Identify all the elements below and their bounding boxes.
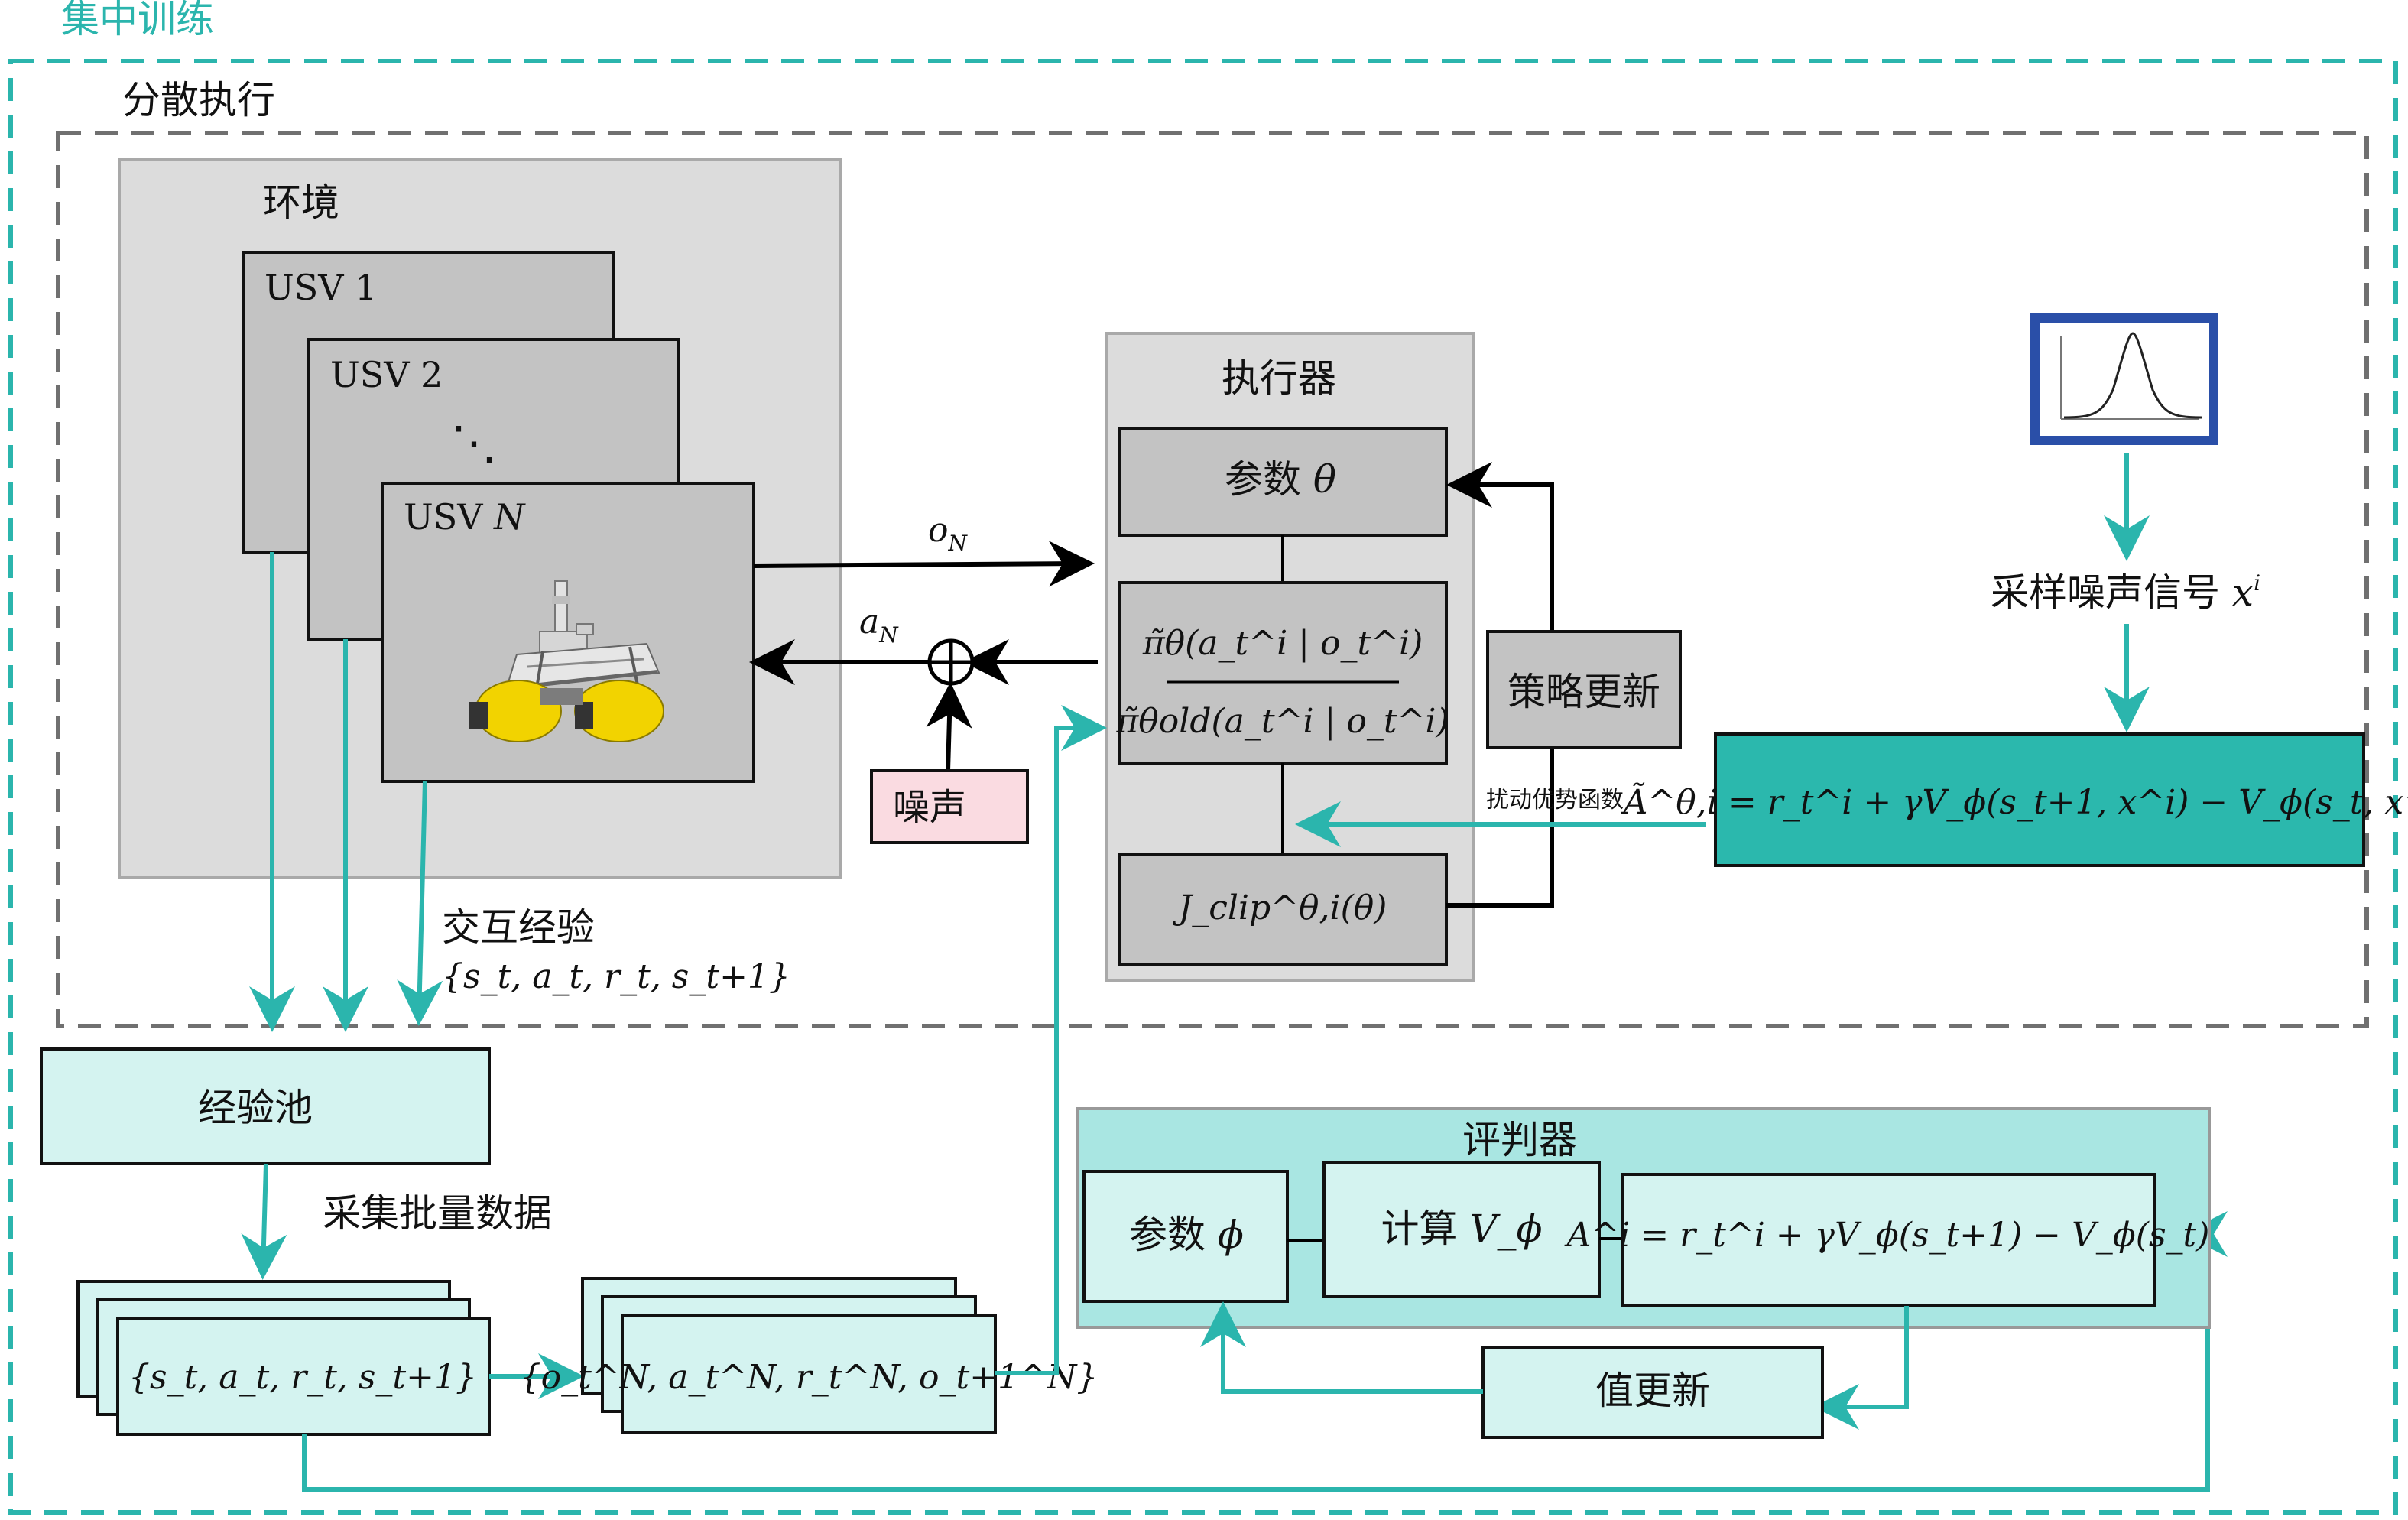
actor-param-box: 参数 θ bbox=[1118, 427, 1448, 537]
obs-batch-stack: {o_t^N, a_t^N, r_t^N, o_t+1^N} bbox=[520, 1277, 1099, 1434]
noise-input-arrow bbox=[926, 682, 972, 771]
actor-param-label: 参数 bbox=[1225, 457, 1301, 502]
usv-2-label: USV 2 bbox=[330, 354, 443, 395]
usv-stack-dots: ⋱ bbox=[451, 417, 497, 470]
observation-label: oN bbox=[928, 511, 969, 556]
experience-arrow-3 bbox=[397, 781, 443, 1026]
obs-batch-tuple: {o_t^N, a_t^N, r_t^N, o_t+1^N} bbox=[520, 1358, 1099, 1397]
action-label: aN bbox=[859, 602, 899, 648]
sampled-noise-symbol: x bbox=[2232, 570, 2254, 615]
usv-vessel-illustration bbox=[469, 580, 664, 742]
policy-update-box bbox=[1486, 630, 1682, 749]
experience-pool-box bbox=[40, 1047, 491, 1165]
environment-title: 环境 bbox=[263, 180, 339, 225]
usv-n-prefix: USV bbox=[404, 496, 483, 538]
perturbed-advantage-formula: Ã^θ,i = r_t^i + γV_ϕ(s_t+1, x^i) − V_ϕ(s… bbox=[1621, 781, 2408, 822]
actor-ratio-box: π̃θ(a_t^i | o_t^i) π̃θold(a_t^i | o_t^i) bbox=[1115, 581, 1449, 765]
noise-adder-symbol bbox=[927, 638, 975, 686]
sampled-noise-label: 采样噪声信号 bbox=[1991, 570, 2220, 615]
critic-title: 评判器 bbox=[1462, 1118, 1577, 1162]
critic-param-text: 参数 ϕ bbox=[1129, 1213, 1244, 1257]
actor-objective-box: J_clip^θ,i(θ) bbox=[1118, 853, 1448, 966]
usv-1-label: USV 1 bbox=[264, 267, 377, 308]
gaussian-plot-icon bbox=[2030, 313, 2218, 445]
interaction-experience-tuple: {s_t, a_t, r_t, s_t+1} bbox=[442, 957, 790, 996]
usv-n-label: USV N bbox=[404, 496, 526, 538]
observation-base: o bbox=[928, 511, 949, 550]
observation-sub: N bbox=[948, 531, 969, 556]
actor-title: 执行器 bbox=[1222, 356, 1336, 401]
perturbed-advantage-link-label: 扰动优势函数 bbox=[1486, 787, 1624, 814]
sampled-noise-text: 采样噪声信号 xi bbox=[1991, 570, 2260, 615]
critic-compute-text: 计算 V_ϕ bbox=[1381, 1207, 1542, 1251]
action-base: a bbox=[859, 602, 879, 641]
noise-box bbox=[870, 769, 1029, 844]
critic-param-symbol: ϕ bbox=[1218, 1213, 1244, 1257]
critic-compute-box: 计算 V_ϕ bbox=[1322, 1161, 1601, 1298]
decentralized-execution-frame bbox=[56, 131, 2369, 1028]
advantage-to-value-update-line bbox=[1813, 1306, 1909, 1430]
sampled-noise-sup: i bbox=[2254, 570, 2260, 596]
ratio-denominator: π̃θold(a_t^i | o_t^i) bbox=[1115, 702, 1449, 741]
action-sub: N bbox=[878, 622, 899, 648]
actor-param-text: 参数 θ bbox=[1225, 457, 1336, 502]
state-batch-stack: {s_t, a_t, r_t, s_t+1} bbox=[76, 1280, 491, 1436]
state-batch-tuple: {s_t, a_t, r_t, s_t+1} bbox=[128, 1358, 477, 1397]
critic-compute-label: 计算 bbox=[1381, 1207, 1457, 1251]
critic-param-box: 参数 ϕ bbox=[1082, 1170, 1289, 1303]
perturbed-advantage-box bbox=[1714, 732, 2365, 867]
interaction-experience-title: 交互经验 bbox=[442, 905, 595, 950]
usv-card-n: USV N bbox=[381, 482, 755, 783]
clip-objective: J_clip^θ,i(θ) bbox=[1173, 888, 1387, 927]
noise-label: 噪声 bbox=[893, 786, 966, 829]
usv-n-var: N bbox=[493, 496, 526, 538]
actor-param-symbol: θ bbox=[1313, 457, 1336, 502]
policy-update-label: 策略更新 bbox=[1507, 670, 1660, 714]
observation-arrow bbox=[753, 541, 1095, 587]
critic-compute-symbol: V_ϕ bbox=[1469, 1207, 1542, 1251]
experience-pool-label: 经验池 bbox=[198, 1086, 313, 1130]
decentralized-execution-title: 分散执行 bbox=[122, 78, 275, 122]
value-update-to-param-line bbox=[1200, 1301, 1483, 1394]
critic-advantage-formula: A^i = r_t^i + γV_ϕ(s_t+1) − V_ϕ(s_t) bbox=[1564, 1216, 2210, 1255]
centralized-training-title: 集中训练 bbox=[61, 0, 214, 41]
sample-batch-label: 采集批量数据 bbox=[323, 1191, 552, 1236]
critic-advantage-box: A^i = r_t^i + γV_ϕ(s_t+1) − V_ϕ(s_t) bbox=[1564, 1173, 2210, 1307]
sample-batch-arrow bbox=[241, 1163, 287, 1280]
value-update-label: 值更新 bbox=[1595, 1369, 1710, 1413]
critic-param-label: 参数 bbox=[1129, 1213, 1206, 1257]
ratio-numerator: π̃θ(a_t^i | o_t^i) bbox=[1142, 624, 1423, 663]
obs-to-actor-line bbox=[995, 705, 1107, 1375]
centralized-training-frame bbox=[8, 59, 2398, 1515]
